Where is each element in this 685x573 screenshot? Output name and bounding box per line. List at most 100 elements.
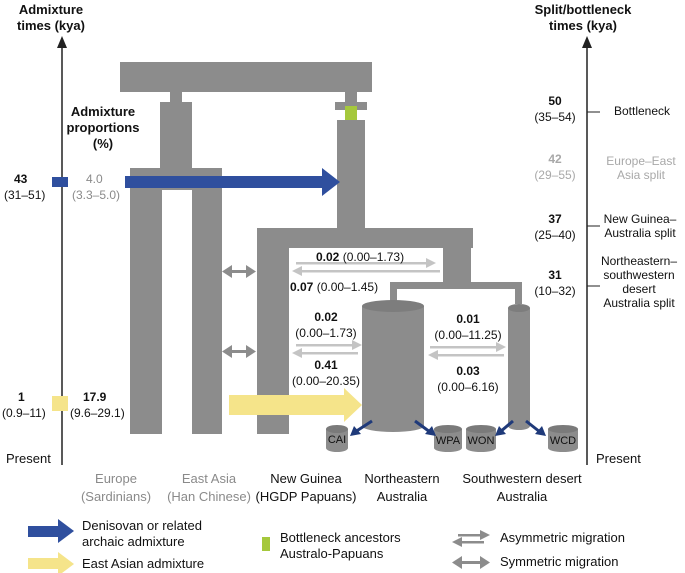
den-time-value: 43	[14, 172, 28, 186]
left-axis-arrowhead	[57, 36, 67, 48]
admixture-proportions-title-line2: proportions	[66, 120, 140, 135]
event-eu-ea-split-ci: (29–55)	[534, 168, 576, 182]
ne-sw-split-bar	[390, 282, 522, 289]
event-eu-ea-split-label-line1: Europe–East	[606, 154, 676, 168]
migration-rate-4-value: 0.41	[314, 358, 338, 372]
left-axis-title-line1: Admixture	[18, 2, 84, 17]
ng-aus-split-bar	[257, 228, 473, 248]
migration-rate-1-value: 0.02	[316, 250, 340, 264]
europe-branch	[130, 168, 162, 434]
den-proportion-value: 4.0	[86, 172, 103, 186]
legend-symmetric: Symmetric migration	[500, 554, 619, 569]
event-ng-aus-split-ci: (25–40)	[534, 228, 576, 242]
event-ne-sw-split-label-line2: southwestern	[603, 268, 675, 282]
event-ne-sw-split-label-line3: desert	[622, 282, 656, 296]
denisovan-admixture-arrow	[125, 168, 340, 196]
ea-proportion-ci: (9.6–29.1)	[70, 406, 125, 420]
left-axis-title: Admixture times (kya)	[6, 2, 96, 34]
pop-label-europe: Europe (Sardinians)	[74, 470, 158, 506]
migration-rate-1: 0.02 (0.00–1.73)	[316, 250, 404, 264]
ne-australia-cylinder	[362, 300, 424, 432]
pop-label-sw-australia-line1: Southwestern desert	[462, 471, 582, 486]
migration-rate-2: 0.07 (0.00–1.45)	[290, 280, 378, 294]
migration-rate-4-ci: (0.00–20.35)	[291, 374, 361, 388]
east-asian-admixture-arrow	[229, 388, 362, 422]
event-ng-aus-split-label-line2: Australia split	[604, 226, 676, 240]
pop-label-new-guinea-line2: (HGDP Papuans)	[255, 489, 357, 504]
event-eu-ea-split-label: Europe–East Asia split	[598, 154, 684, 182]
migration-rate-1-ci: (0.00–1.73)	[342, 250, 405, 264]
migration-rate-6-value: 0.03	[456, 364, 480, 378]
event-ne-sw-split-label: Northeastern– southwestern desert Austra…	[594, 254, 684, 310]
symmetric-migration-arrows	[222, 265, 256, 358]
event-ne-sw-split-label-line1: Northeastern–	[600, 254, 678, 268]
event-ne-sw-split-value: 31	[548, 268, 562, 282]
migration-rate-3-value: 0.02	[314, 310, 338, 324]
left-axis-title-line2: times (kya)	[17, 18, 85, 33]
subpop-label-won: WON	[467, 435, 495, 447]
pop-label-east-asia-line1: East Asia	[181, 471, 237, 486]
den-time-ci: (31–51)	[4, 188, 46, 202]
migration-rate-2-ci: (0.00–1.45)	[316, 280, 379, 294]
bottleneck-segment	[345, 106, 357, 120]
pop-label-east-asia-line2: (Han Chinese)	[167, 489, 251, 504]
right-axis-title-line2: times (kya)	[549, 18, 617, 33]
event-ng-aus-split-value: 37	[548, 212, 562, 226]
east-asia-branch	[192, 168, 222, 434]
sw-australia-cylinder	[508, 304, 530, 430]
right-axis-title-line1: Split/bottleneck	[534, 2, 632, 17]
event-ng-aus-split-label: New Guinea– Australia split	[596, 212, 684, 240]
event-bottleneck-value: 50	[548, 94, 562, 108]
legend-denisovan: Denisovan or related archaic admixture	[82, 518, 202, 550]
subpop-label-wpa: WPA	[435, 435, 461, 447]
legend-east-asian: East Asian admixture	[82, 556, 205, 571]
pop-label-new-guinea: New Guinea (HGDP Papuans)	[252, 470, 360, 506]
pop-label-sw-australia: Southwestern desert Australia	[454, 470, 590, 506]
ea-time-marker	[52, 396, 68, 411]
pop-label-europe-line2: (Sardinians)	[80, 489, 152, 504]
pop-label-ne-australia: Northeastern Australia	[356, 470, 448, 506]
den-proportion-ci: (3.3–5.0)	[72, 188, 121, 202]
pop-label-ne-australia-line1: Northeastern	[364, 471, 440, 486]
subpop-founding-arrows	[350, 419, 546, 436]
legend-glyphs	[28, 519, 490, 573]
root-branch	[120, 62, 372, 92]
eurasian-ancestor-branch	[160, 102, 192, 172]
migration-rate-6-ci: (0.00–6.16)	[437, 380, 499, 394]
legend-denisovan-line2: archaic admixture	[82, 534, 185, 549]
right-present-label: Present	[596, 451, 641, 466]
pop-label-ne-australia-line2: Australia	[376, 489, 428, 504]
legend-asymmetric: Asymmetric migration	[500, 530, 625, 545]
pop-label-europe-line1: Europe	[95, 471, 137, 486]
den-time-marker	[52, 177, 68, 187]
subpop-label-wcd: WCD	[549, 435, 577, 447]
admixture-proportions-title-line1: Admixture	[70, 104, 136, 119]
legend-bottleneck: Bottleneck ancestors Australo-Papuans	[280, 530, 401, 562]
migration-rate-2-value: 0.07	[290, 280, 314, 294]
event-ne-sw-split-ci: (10–32)	[534, 284, 576, 298]
legend-bottleneck-line1: Bottleneck ancestors	[280, 530, 401, 545]
australo-papuan-ancestor-branch	[337, 120, 365, 230]
legend-denisovan-line1: Denisovan or related	[82, 518, 202, 533]
event-eu-ea-split-value: 42	[548, 152, 562, 166]
event-bottleneck-label: Bottleneck	[613, 104, 671, 118]
subpop-label-cai: CAI	[327, 434, 347, 446]
admixture-proportions-title-line3: (%)	[92, 136, 114, 151]
admixture-proportions-title: Admixture proportions (%)	[62, 104, 144, 152]
legend-bottleneck-line2: Australo-Papuans	[280, 546, 384, 561]
ea-time-value: 1	[18, 390, 25, 404]
event-ne-sw-split-label-line4: Australia split	[603, 296, 675, 310]
event-ng-aus-split-label-line1: New Guinea–	[603, 212, 677, 226]
right-axis-arrowhead	[582, 36, 592, 48]
migration-rate-5-ci: (0.00–11.25)	[434, 328, 502, 342]
pop-label-new-guinea-line1: New Guinea	[270, 471, 342, 486]
event-eu-ea-split-label-line2: Asia split	[616, 168, 666, 182]
ea-proportion-value: 17.9	[83, 390, 107, 404]
ea-time-ci: (0.9–11)	[2, 406, 46, 420]
left-present-label: Present	[6, 451, 51, 466]
migration-rate-5-value: 0.01	[456, 312, 480, 326]
pop-label-east-asia: East Asia (Han Chinese)	[162, 470, 256, 506]
right-axis-title: Split/bottleneck times (kya)	[520, 2, 646, 34]
migration-rate-3-ci: (0.00–1.73)	[295, 326, 357, 340]
